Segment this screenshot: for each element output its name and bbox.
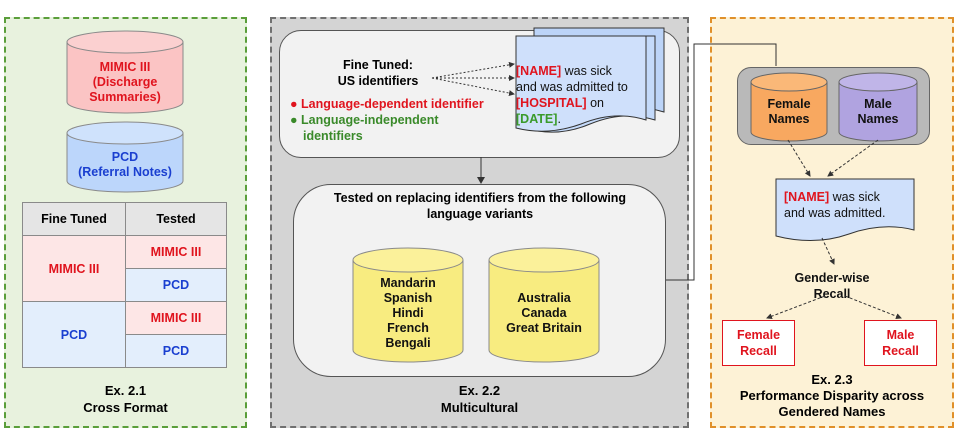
tested-title: Tested on replacing identifiers from the… bbox=[300, 190, 660, 222]
fine-tuned-line2: US identifiers bbox=[337, 74, 419, 88]
pcd-label-line1: PCD bbox=[111, 150, 139, 164]
table-cell-tested: PCD bbox=[125, 334, 227, 368]
doc-text-1: was sick bbox=[829, 190, 880, 204]
caption-ex-2-2: Ex. 2.2 Multicultural bbox=[270, 382, 689, 416]
table-cell-tested: MIMIC III bbox=[125, 301, 227, 335]
caption-line2: Cross Format bbox=[83, 400, 168, 415]
doc-text-2: and was admitted. bbox=[784, 206, 886, 220]
caption-line1: Ex. 2.1 bbox=[104, 383, 147, 398]
cylinder-icon bbox=[838, 72, 918, 142]
dashed-arrows-to-doc bbox=[787, 139, 879, 177]
male-names-cylinder: Male Names bbox=[838, 72, 918, 142]
mimic-label-line2: (Discharge bbox=[92, 74, 158, 89]
male-recall-box: Male Recall bbox=[864, 320, 937, 366]
bullet-dot-icon: ● bbox=[290, 97, 298, 111]
mimic-label-line3: Summaries) bbox=[89, 89, 161, 104]
recall-line2: Recall bbox=[813, 287, 851, 301]
dashed-arrows-to-recall-boxes bbox=[766, 295, 902, 320]
cylinder-icon bbox=[66, 121, 184, 193]
caption-line2: Performance Disparity across bbox=[739, 388, 925, 403]
language-item: Mandarin bbox=[380, 275, 436, 290]
caption-line1: Ex. 2.2 bbox=[458, 383, 501, 398]
table-cell-fine-tuned: MIMIC III bbox=[22, 235, 126, 302]
panel-connector-line bbox=[666, 43, 777, 281]
gender-wise-recall-label: Gender-wise Recall bbox=[782, 270, 882, 302]
caption-ex-2-3: Ex. 2.3 Performance Disparity across Gen… bbox=[710, 372, 954, 420]
language-item: Bengali bbox=[385, 335, 431, 350]
table-cell-tested: PCD bbox=[125, 268, 227, 302]
doc-text-3: on bbox=[586, 96, 604, 110]
cylinder-icon bbox=[750, 72, 828, 142]
mimic-database-cylinder: MIMIC III (Discharge Summaries) bbox=[66, 30, 184, 114]
female-label-line2: Names bbox=[768, 112, 810, 126]
countries-cylinder: Australia Canada Great Britain bbox=[488, 247, 600, 363]
tested-title-line1: Tested on replacing identifiers from the… bbox=[333, 191, 627, 205]
doc-text-4: . bbox=[557, 112, 561, 126]
male-recall-line2: Recall bbox=[882, 344, 919, 358]
bullet-language-independent: ● Language-independent identifiers bbox=[290, 112, 439, 144]
male-label-line2: Names bbox=[857, 112, 899, 126]
bullet-independent-line1: Language-independent bbox=[301, 113, 439, 127]
female-label-line1: Female bbox=[767, 97, 811, 111]
caption-line1: Ex. 2.3 bbox=[811, 372, 853, 387]
cylinder-icon bbox=[488, 247, 600, 363]
pcd-database-cylinder: PCD (Referral Notes) bbox=[66, 121, 184, 193]
language-item: Hindi bbox=[392, 305, 424, 320]
doc-text-1: was sick bbox=[561, 64, 612, 78]
name-tag: [NAME] bbox=[516, 64, 562, 78]
cylinder-icon bbox=[352, 247, 464, 363]
bullet-dot-icon: ● bbox=[290, 113, 298, 127]
table-header-tested: Tested bbox=[125, 202, 227, 236]
recall-line1: Gender-wise bbox=[794, 271, 870, 285]
table-cell-tested: MIMIC III bbox=[125, 235, 227, 269]
female-recall-line1: Female bbox=[736, 328, 781, 342]
mimic-label-line1: MIMIC III bbox=[99, 59, 151, 74]
bullet-dependent-text: Language-dependent identifier bbox=[301, 97, 484, 111]
down-arrow bbox=[477, 157, 485, 184]
languages-cylinder: Mandarin Spanish Hindi French Bengali bbox=[352, 247, 464, 363]
country-item: Australia bbox=[517, 290, 571, 305]
female-names-cylinder: Female Names bbox=[750, 72, 828, 142]
language-item: French bbox=[387, 320, 429, 335]
document-stack-icon bbox=[515, 27, 665, 133]
caption-ex-2-1: Ex. 2.1 Cross Format bbox=[4, 382, 247, 416]
tested-title-line2: language variants bbox=[426, 207, 534, 221]
dashed-arrow-to-recall bbox=[821, 237, 835, 265]
date-tag: [DATE] bbox=[516, 112, 558, 126]
fine-tuned-line1: Fine Tuned: bbox=[343, 58, 413, 72]
document-text-gendered: [NAME] was sick and was admitted. bbox=[784, 189, 910, 221]
name-tag: [NAME] bbox=[784, 190, 830, 204]
country-item: Canada bbox=[521, 305, 567, 320]
document-text: [NAME] was sick and was admitted to [HOS… bbox=[516, 63, 648, 127]
document-icon bbox=[775, 178, 915, 242]
fine-tuned-label: Fine Tuned: US identifiers bbox=[318, 57, 438, 89]
caption-line2: Multicultural bbox=[440, 400, 519, 415]
dotted-connectors bbox=[431, 61, 515, 96]
female-recall-line2: Recall bbox=[740, 344, 777, 358]
country-item: Great Britain bbox=[506, 320, 582, 335]
language-item: Spanish bbox=[383, 290, 433, 305]
cross-format-table: Fine Tuned Tested MIMIC III MIMIC III PC… bbox=[22, 202, 227, 368]
cylinder-icon bbox=[66, 30, 184, 114]
male-label-line1: Male bbox=[864, 97, 892, 111]
bullet-language-dependent: ● Language-dependent identifier bbox=[290, 96, 484, 112]
bullet-independent-line2: identifiers bbox=[303, 129, 363, 143]
table-cell-fine-tuned: PCD bbox=[22, 301, 126, 368]
hospital-tag: [HOSPITAL] bbox=[516, 96, 587, 110]
caption-line3: Gendered Names bbox=[778, 404, 886, 419]
doc-text-2: and was admitted to bbox=[516, 80, 628, 94]
female-recall-box: Female Recall bbox=[722, 320, 795, 366]
male-recall-line1: Male bbox=[886, 328, 915, 342]
pcd-label-line2: (Referral Notes) bbox=[78, 165, 172, 179]
table-header-fine-tuned: Fine Tuned bbox=[22, 202, 126, 236]
